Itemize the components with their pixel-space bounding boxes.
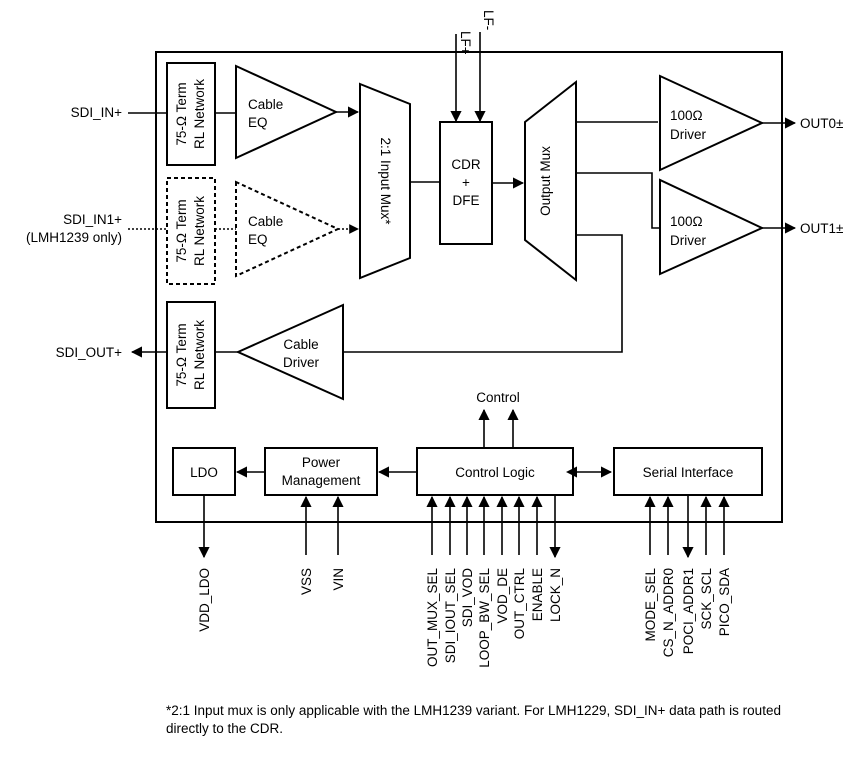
driver-1-label-2: Driver <box>670 233 707 248</box>
power-management-label-1: Power <box>302 455 341 470</box>
driver-0-label-1: 100Ω <box>670 108 703 123</box>
power-management-block <box>264 447 378 496</box>
driver-1 <box>659 178 765 276</box>
vin-label: VIN <box>331 568 346 591</box>
sdi-in-label: SDI_IN+ <box>71 105 123 120</box>
poci-addr1-label: POCI_ADDR1 <box>681 568 696 654</box>
cable-eq-1-label-1: Cable <box>248 97 283 112</box>
control-logic-block <box>416 447 574 496</box>
lf-plus-label: LF+ <box>458 31 473 55</box>
output-mux-label: Output Mux <box>538 146 553 216</box>
sdi-out-label: SDI_OUT+ <box>56 345 123 360</box>
term-network-3-label-1: 75-Ω Term <box>174 323 189 386</box>
sdi-in1-note: (LMH1239 only) <box>26 230 122 245</box>
term-network-1-label-2: RL Network <box>192 79 207 149</box>
serial-interface-block <box>613 447 763 496</box>
cable-driver-label-1: Cable <box>283 337 318 352</box>
driver-1-label-1: 100Ω <box>670 214 703 229</box>
cdr-plus-label: + <box>462 175 470 190</box>
cable-eq-2-label-1: Cable <box>248 214 283 229</box>
term-network-1-label-1: 75-Ω Term <box>174 82 189 145</box>
driver-0 <box>659 74 765 172</box>
term-network-3 <box>166 301 216 409</box>
vdd-ldo-label: VDD_LDO <box>197 568 212 632</box>
out0-label: OUT0± <box>800 116 843 131</box>
term-network-2-label-1: 75-Ω Term <box>174 199 189 262</box>
ldo-label: LDO <box>190 465 218 480</box>
term-network-3-label-2: RL Network <box>192 320 207 390</box>
cable-eq-1 <box>235 64 339 160</box>
enable-label: ENABLE <box>530 568 545 621</box>
out-mux-sel-label: OUT_MUX_SEL <box>425 568 440 668</box>
cable-eq-2-label-2: EQ <box>248 232 268 247</box>
dfe-label: DFE <box>453 193 480 208</box>
power-management-label-2: Management <box>282 473 361 488</box>
footnote: *2:1 Input mux is only applicable with t… <box>166 703 781 736</box>
cable-eq-1-label-2: EQ <box>248 115 268 130</box>
block-diagram: SDI_IN+ 75-Ω Term RL Network Cable EQ SD… <box>26 10 843 668</box>
mode-sel-label: MODE_SEL <box>643 568 658 642</box>
out-ctrl-label: OUT_CTRL <box>512 568 527 640</box>
loop-bw-sel-label: LOOP_BW_SEL <box>477 568 492 668</box>
pico-sda-label: PICO_SDA <box>717 568 732 636</box>
cdr-label: CDR <box>451 157 480 172</box>
lf-minus-label: LF- <box>481 10 496 30</box>
output-mux <box>524 79 577 283</box>
control-logic-label: Control Logic <box>455 465 535 480</box>
sck-scl-label: SCK_SCL <box>699 568 714 630</box>
serial-interface-label: Serial Interface <box>643 465 734 480</box>
input-mux <box>359 82 411 280</box>
term-network-2-label-2: RL Network <box>192 196 207 266</box>
driver-0-label-2: Driver <box>670 127 707 142</box>
chip-boundary <box>155 51 783 523</box>
cable-eq-2 <box>235 180 341 278</box>
control-label: Control <box>476 390 520 405</box>
term-network-1 <box>166 62 216 166</box>
outmux-to-driver1-wire <box>576 172 660 229</box>
sdi-in1-label: SDI_IN1+ <box>63 212 122 227</box>
cs-n-addr0-label: CS_N_ADDR0 <box>661 568 676 657</box>
cable-driver <box>235 303 344 401</box>
sdi-iout-sel-label: SDI_IOUT_SEL <box>443 568 458 664</box>
cable-driver-label-2: Driver <box>283 355 320 370</box>
term-network-2 <box>166 177 216 285</box>
outmux-to-cable-driver-wire <box>343 234 623 353</box>
lock-n-label: LOCK_N <box>548 568 563 622</box>
vss-label: VSS <box>299 568 314 595</box>
sdi-vod-label: SDI_VOD <box>460 568 475 628</box>
input-mux-label: 2:1 Input Mux* <box>378 137 393 225</box>
out1-label: OUT1± <box>800 221 843 236</box>
vod-de-label: VOD_DE <box>495 568 510 624</box>
